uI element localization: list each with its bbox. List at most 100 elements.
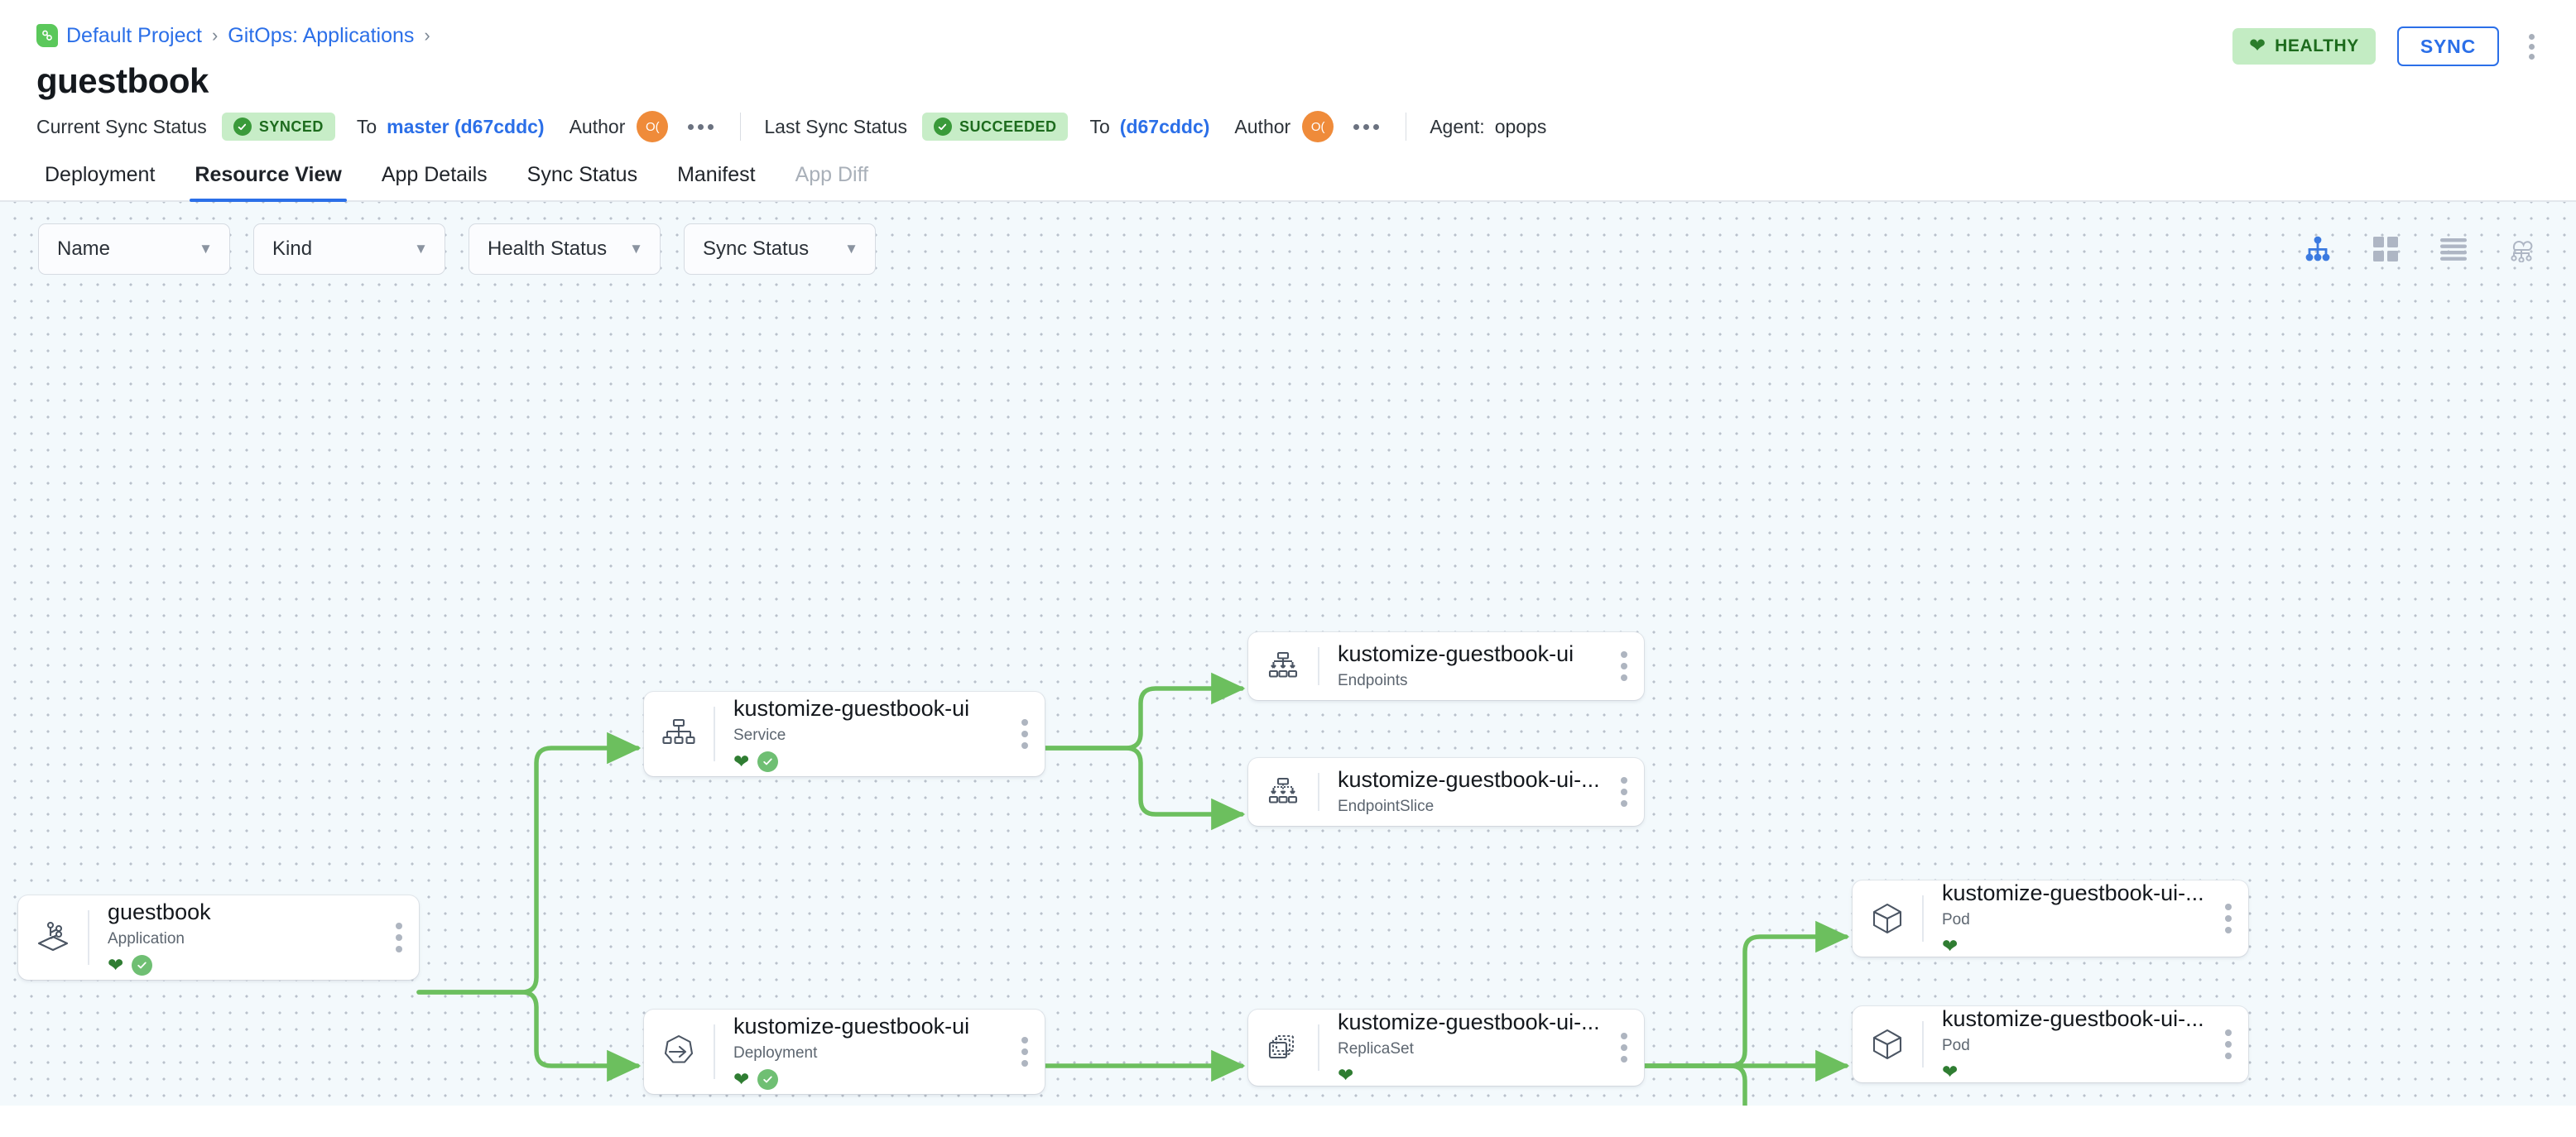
kebab-dot	[2529, 53, 2535, 60]
check-circle-icon	[233, 118, 252, 136]
edge-service-to-endpointslice	[1042, 746, 1246, 831]
breadcrumb-item-gitops-applications[interactable]: GitOps: Applications	[228, 23, 415, 47]
kebab-dot	[1021, 1048, 1028, 1055]
node-menu-kebab-icon[interactable]	[1013, 711, 1045, 757]
node-name: kustomize-guestbook-ui	[733, 1013, 970, 1039]
heart-icon: ❤	[2248, 35, 2266, 57]
avatar[interactable]: O(	[637, 111, 669, 142]
node-body: guestbook Application ❤	[89, 900, 387, 976]
kebab-dot	[1621, 674, 1627, 681]
list-view-icon[interactable]	[2437, 233, 2470, 266]
tree-view-icon[interactable]	[2301, 233, 2334, 266]
kebab-horizontal-icon[interactable]	[685, 118, 717, 137]
node-status-icons: ❤	[733, 1068, 1005, 1090]
current-sync-status-text: SYNCED	[258, 118, 324, 135]
breadcrumb-separator: ›	[211, 25, 219, 46]
node-kind: Service	[733, 726, 786, 744]
tab-deployment[interactable]: Deployment	[45, 163, 156, 186]
graph-node-endpoints[interactable]: kustomize-guestbook-ui Endpoints	[1248, 632, 1644, 700]
kebab-vertical-icon[interactable]	[2521, 29, 2543, 65]
graph-node-deployment[interactable]: kustomize-guestbook-ui Deployment ❤	[644, 1010, 1045, 1094]
kebab-dot	[1621, 651, 1627, 658]
kebab-dot	[1621, 1056, 1627, 1063]
chevron-down-icon: ▼	[199, 241, 213, 257]
current-revision-link[interactable]: master (d67cddc)	[387, 115, 545, 137]
kebab-dot	[2529, 33, 2535, 40]
current-sync-status-label: Current Sync Status	[36, 115, 207, 137]
current-sync-status-badge: SYNCED	[221, 113, 335, 141]
tab-app-diff: App Diff	[795, 163, 869, 186]
graph-node-pod-2[interactable]: kustomize-guestbook-ui-... Pod ❤	[1853, 1006, 2248, 1082]
filter-kind-dropdown[interactable]: Kind ▼	[253, 223, 445, 275]
agent-label: Agent:	[1430, 115, 1485, 137]
application-icon	[18, 916, 88, 959]
kebab-dot	[2225, 1029, 2232, 1036]
node-body: kustomize-guestbook-ui-... ReplicaSet ❤	[1319, 1010, 1612, 1087]
filter-name-dropdown[interactable]: Name ▼	[38, 223, 230, 275]
filter-health-status-dropdown[interactable]: Health Status ▼	[469, 223, 661, 275]
view-toggle-group	[2301, 233, 2538, 266]
graph-node-service[interactable]: kustomize-guestbook-ui Service ❤	[644, 692, 1045, 776]
status-badge-health: ❤ HEALTHY	[2232, 28, 2376, 65]
node-menu-kebab-icon[interactable]	[2217, 895, 2248, 942]
node-kind: Application	[108, 929, 185, 948]
filter-health-status-label: Health Status	[488, 237, 608, 260]
edge-replicaset-to-pod-3	[1641, 1063, 1747, 1106]
edge-replicaset-to-pod-1	[1641, 920, 1850, 1068]
node-status-icons: ❤	[1942, 1061, 2208, 1082]
node-menu-kebab-icon[interactable]	[2217, 1021, 2248, 1067]
node-menu-kebab-icon[interactable]	[1013, 1029, 1045, 1075]
kebab-dot	[1021, 719, 1028, 726]
last-revision-link[interactable]: (d67cddc)	[1119, 115, 1210, 137]
node-menu-kebab-icon[interactable]	[1612, 1024, 1644, 1071]
node-kind: Pod	[1942, 1036, 1970, 1054]
tab-sync-status[interactable]: Sync Status	[526, 163, 638, 186]
node-kind: EndpointSlice	[1338, 798, 1435, 816]
graph-node-replicaset[interactable]: kustomize-guestbook-ui-... ReplicaSet ❤	[1248, 1010, 1644, 1086]
kebab-dot	[1353, 123, 1360, 130]
kebab-dot	[688, 123, 694, 130]
avatar[interactable]: O(	[1302, 111, 1334, 142]
node-menu-kebab-icon[interactable]	[1612, 643, 1644, 689]
check-circle-icon	[757, 751, 779, 772]
kebab-dot	[1373, 123, 1380, 130]
graph-node-pod-1[interactable]: kustomize-guestbook-ui-... Pod ❤	[1853, 880, 2248, 957]
resource-graph-canvas[interactable]: Name ▼ Kind ▼ Health Status ▼ Sync Statu…	[0, 202, 2576, 1106]
filter-sync-status-dropdown[interactable]: Sync Status ▼	[684, 223, 876, 275]
network-view-icon[interactable]	[2505, 233, 2538, 266]
kebab-dot	[396, 934, 402, 941]
node-divider	[1922, 1021, 1924, 1067]
sync-button[interactable]: SYNC	[2396, 26, 2499, 66]
tab-resource-view[interactable]: Resource View	[175, 163, 361, 202]
tab-bar: Deployment Resource View App Details Syn…	[0, 152, 2576, 202]
tab-manifest[interactable]: Manifest	[677, 163, 756, 186]
node-body: kustomize-guestbook-ui Endpoints	[1319, 641, 1612, 691]
tab-app-details[interactable]: App Details	[381, 163, 488, 186]
node-kind: Pod	[1942, 910, 1970, 928]
graph-node-application[interactable]: guestbook Application ❤	[18, 895, 419, 980]
node-menu-kebab-icon[interactable]	[387, 914, 419, 961]
graph-node-endpointslice[interactable]: kustomize-guestbook-ui-... EndpointSlice	[1248, 758, 1644, 826]
node-name: kustomize-guestbook-ui-...	[1942, 880, 2204, 905]
last-sync-status-badge: SUCCEEDED	[921, 113, 1069, 141]
node-body: kustomize-guestbook-ui Deployment ❤	[715, 1014, 1013, 1091]
pod-icon	[1853, 898, 1922, 939]
deployment-icon	[644, 1030, 714, 1073]
heart-icon: ❤	[1942, 1060, 1958, 1082]
kebab-dot	[396, 923, 402, 929]
breadcrumb-item-default-project[interactable]: Default Project	[66, 23, 202, 47]
node-divider	[88, 910, 89, 965]
node-menu-kebab-icon[interactable]	[1612, 769, 1644, 815]
kebab-dot	[2225, 1041, 2232, 1048]
status-strip: Current Sync Status SYNCED To master (d6…	[0, 101, 2576, 152]
chevron-down-icon: ▼	[629, 241, 643, 257]
kebab-dot	[1621, 1044, 1627, 1051]
heart-icon: ❤	[108, 953, 124, 976]
grid-view-icon[interactable]	[2369, 233, 2402, 266]
kebab-dot	[2225, 915, 2232, 922]
divider	[740, 113, 742, 141]
edge-app-to-deployment	[416, 990, 642, 1082]
kebab-dot	[1621, 777, 1627, 784]
current-to-label: To	[356, 115, 377, 137]
kebab-horizontal-icon[interactable]	[1350, 118, 1382, 137]
